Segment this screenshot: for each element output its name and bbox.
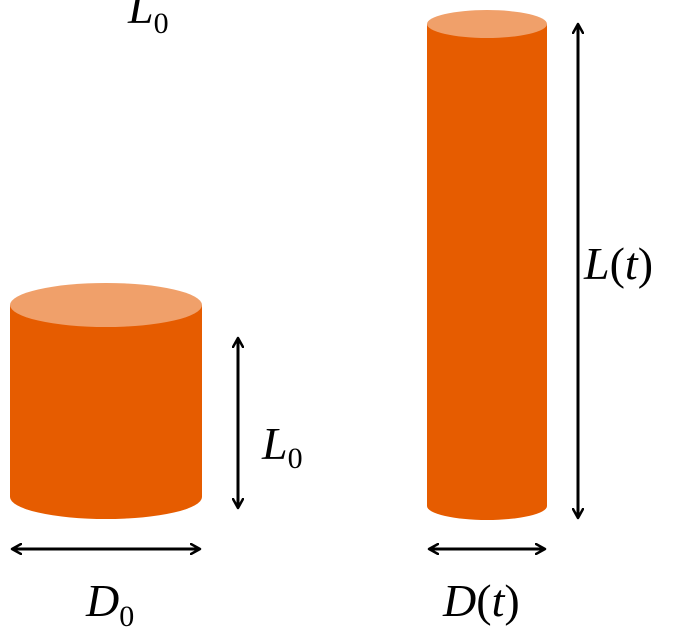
short-cylinder-body bbox=[10, 305, 202, 519]
tall-diameter-label-var: D bbox=[442, 575, 476, 626]
short-cylinder bbox=[10, 283, 202, 519]
short-height-label: L0 bbox=[261, 418, 303, 475]
tall-diameter-label-close: ) bbox=[504, 575, 519, 626]
tall-cylinder-top bbox=[427, 10, 547, 38]
tall-height-label-open: ( bbox=[610, 238, 625, 289]
short-diameter-label-var: D bbox=[85, 575, 119, 626]
tall-diameter-label-arg: t bbox=[492, 575, 506, 626]
tall-height-label-close: ) bbox=[638, 238, 653, 289]
top-partial-label-sub: 0 bbox=[154, 7, 169, 40]
short-diameter-label: D0 bbox=[85, 575, 134, 630]
tall-diameter-label-open: ( bbox=[476, 575, 491, 626]
short-height-label-var: L bbox=[261, 418, 288, 469]
short-diameter-label-sub: 0 bbox=[119, 600, 134, 630]
tall-height-label: L(t) bbox=[583, 238, 653, 289]
tall-cylinder-body bbox=[427, 24, 547, 520]
short-cylinder-top bbox=[10, 283, 202, 327]
tall-height-label-var: L bbox=[583, 238, 610, 289]
tall-diameter-label: D(t) bbox=[442, 575, 520, 626]
top-partial-label-var: L bbox=[127, 0, 154, 33]
tall-height-label-arg: t bbox=[625, 238, 639, 289]
tall-cylinder bbox=[427, 10, 547, 520]
top-partial-length-label: L0 bbox=[127, 0, 169, 40]
short-height-label-sub: 0 bbox=[288, 442, 303, 475]
